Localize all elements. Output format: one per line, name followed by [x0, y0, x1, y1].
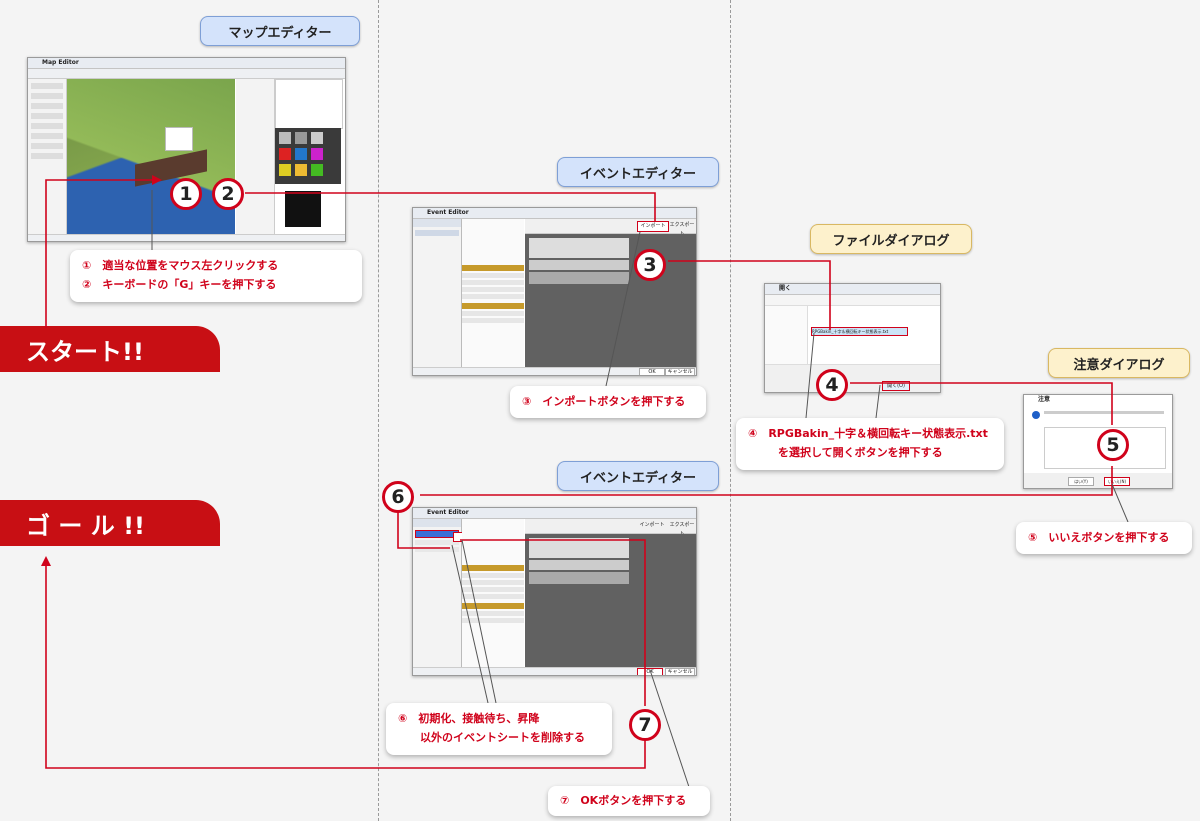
step-circle-2: 2	[212, 178, 244, 210]
no-button[interactable]: いいえ(N)	[1104, 477, 1130, 486]
export-button-2[interactable]: エクスポート	[669, 522, 695, 537]
selected-file-row[interactable]: RPGBakin_十字＆横回転キー状態表示.txt	[811, 327, 908, 336]
event-editor-screenshot-2: Event Editor インポート エクスポート OK キャンセル	[412, 507, 697, 676]
file-dialog-window-title: 開く	[765, 284, 940, 295]
note-step-3-text: ③ インポートボタンを押下する	[522, 395, 686, 408]
map-editor-screenshot: Map Editor	[27, 57, 346, 242]
note-step-4-line2: を選択して開くボタンを押下する	[778, 446, 943, 459]
note-steps-1-2: ① 適当な位置をマウス左クリックする ② キーボードの「G」キーを押下する	[70, 250, 362, 302]
line-5-to-editor2	[420, 466, 1113, 496]
map-viewport[interactable]	[67, 79, 235, 234]
cancel-button-1[interactable]: キャンセル	[665, 368, 695, 375]
note-step-6-line2: 以外のイベントシートを削除する	[420, 731, 585, 744]
note-step-2: ② キーボードの「G」キーを押下する	[82, 278, 277, 291]
goal-arrow-head	[41, 556, 51, 566]
step-circle-7: 7	[629, 709, 661, 741]
step-circle-4: 4	[816, 369, 848, 401]
pointer-5	[1111, 483, 1129, 523]
event-editor-title-2: イベントエディター	[557, 461, 719, 491]
event-editor-title-1: イベントエディター	[557, 157, 719, 187]
note-step-7: ⑦ OKボタンを押下する	[548, 786, 710, 816]
event-editor-window-title-2: Event Editor	[413, 508, 696, 519]
caution-dialog-title: 注意ダイアログ	[1048, 348, 1190, 378]
event-editor-window-title-1: Event Editor	[413, 208, 696, 219]
yes-button[interactable]: はい(Y)	[1068, 477, 1094, 486]
column-divider-1	[378, 0, 379, 821]
import-button-2[interactable]: インポート	[639, 522, 665, 528]
note-step-4: ④ RPGBakin_十字＆横回転キー状態表示.txt を選択して開くボタンを押…	[736, 418, 1004, 470]
caution-window-title: 注意	[1024, 395, 1172, 405]
note-step-6-line1: ⑥ 初期化、接触待ち、昇降	[398, 712, 540, 725]
import-button-1[interactable]: インポート	[637, 221, 669, 232]
export-button-1[interactable]: エクスポート	[669, 222, 695, 237]
file-dialog-title: ファイルダイアログ	[810, 224, 972, 254]
step-circle-6: 6	[382, 481, 414, 513]
map-editor-title: マップエディター	[200, 16, 360, 46]
goal-banner: ゴ ー ル !!	[0, 500, 220, 546]
note-step-3: ③ インポートボタンを押下する	[510, 386, 706, 418]
note-step-5: ⑤ いいえボタンを押下する	[1016, 522, 1192, 554]
step-circle-3: 3	[634, 249, 666, 281]
note-step-4-line1: ④ RPGBakin_十字＆横回転キー状態表示.txt	[748, 427, 988, 440]
map-editor-window-title: Map Editor	[28, 58, 345, 69]
column-divider-2	[730, 0, 731, 821]
start-banner: スタート!!	[0, 326, 220, 372]
step-circle-1: 1	[170, 178, 202, 210]
ok-button-1[interactable]: OK	[639, 368, 665, 375]
step-circle-5: 5	[1097, 429, 1129, 461]
cancel-button-2[interactable]: キャンセル	[665, 668, 695, 675]
note-step-6: ⑥ 初期化、接触待ち、昇降 以外のイベントシートを削除する	[386, 703, 612, 755]
note-step-5-text: ⑤ いいえボタンを押下する	[1028, 531, 1170, 544]
note-step-1: ① 適当な位置をマウス左クリックする	[82, 259, 279, 272]
file-dialog-screenshot: 開く RPGBakin_十字＆横回転キー状態表示.txt 開く(O)	[764, 283, 941, 393]
event-editor-screenshot-1: Event Editor インポート エクスポート OK キャンセル	[412, 207, 697, 376]
open-button[interactable]: 開く(O)	[882, 381, 910, 391]
note-step-7-text: ⑦ OKボタンを押下する	[560, 794, 687, 807]
ok-button-2[interactable]: OK	[637, 668, 663, 675]
